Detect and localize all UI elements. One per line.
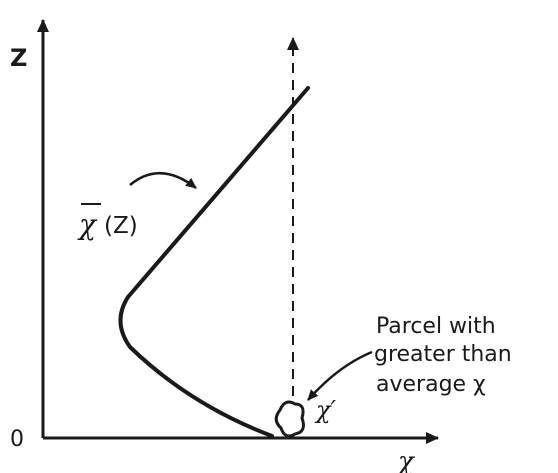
annotation-pointer-arrow: [307, 350, 373, 401]
curve-label-argument: (Z): [104, 213, 138, 239]
horizontal-axis-label: χ: [396, 447, 416, 473]
vertical-axis-label: Z: [10, 44, 27, 72]
parcel-label: χ′: [314, 396, 337, 424]
curve-label-pointer-arrow: [129, 171, 197, 189]
annotation-line-3: average χ: [376, 372, 486, 397]
parcel-blob: [274, 400, 305, 438]
annotation-line-1: Parcel with: [376, 314, 496, 339]
curve-label-symbol: χ: [77, 208, 98, 241]
annotation-line-2: greater than: [374, 342, 512, 367]
mean-profile-curve: [118, 86, 310, 438]
origin-label: 0: [10, 427, 24, 452]
